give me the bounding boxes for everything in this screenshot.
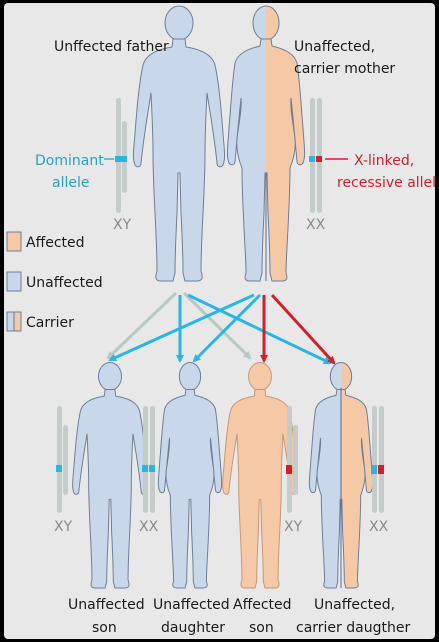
arrow-father-to-daughter4: [187, 293, 332, 365]
legend-unaffected-label: Unaffected: [26, 275, 103, 291]
legend-carrier-swatch: [6, 311, 15, 332]
child3-label-line1: Affected: [233, 597, 292, 613]
child-affected-son-figure: [222, 361, 298, 589]
mother-recessive-allele: [316, 156, 322, 162]
dominant-allele-label-line1: Dominant: [35, 153, 104, 169]
arrow-mother-to-son1: [108, 293, 255, 362]
arrow-mother-to-daughter2: [192, 293, 262, 363]
diagram-canvas: Unffected father Unaffected, carrier mot…: [6, 5, 435, 636]
mother-chromosome-label: XX: [306, 217, 326, 233]
legend-affected-swatch: [6, 231, 22, 252]
child-unaffected-son-figure: [72, 361, 148, 589]
arrow-father-to-son3: [182, 291, 252, 360]
mother-dominant-allele: [309, 156, 315, 162]
child3-chromosome-label: XY: [284, 519, 303, 535]
father-label: Unffected father: [54, 39, 169, 55]
child2-dominant-allele-b: [149, 465, 155, 472]
child4-chromosome-label: XX: [369, 519, 389, 535]
arrow-mother-to-daughter4: [270, 293, 336, 365]
arrow-father-to-son1: [106, 291, 178, 360]
legend-affected-label: Affected: [26, 235, 85, 251]
child4-recessive-allele: [378, 465, 384, 474]
child2-chromosome-label: XX: [139, 519, 159, 535]
child2-dominant-allele-a: [142, 465, 148, 472]
child2-label-line1: Unaffected: [153, 597, 230, 613]
mother-label-line2: carrier mother: [294, 61, 395, 77]
child4-chromosomes: [371, 406, 384, 513]
recessive-allele-label-line1: X-linked,: [354, 153, 414, 169]
child1-label-line1: Unaffected: [68, 597, 145, 613]
father-chromosomes: [115, 98, 127, 213]
inheritance-diagram: Unffected father Unaffected, carrier mot…: [4, 3, 435, 639]
child3-chromosomes: [286, 406, 298, 513]
child4-label-line2: carrier daugther: [296, 620, 410, 636]
child1-label-line2: son: [92, 620, 117, 636]
mother-chromosomes: [309, 98, 322, 213]
legend-carrier-label: Carrier: [26, 315, 74, 331]
child3-recessive-allele: [286, 465, 292, 474]
mother-label-line1: Unaffected,: [294, 39, 375, 55]
child4-dominant-allele: [371, 465, 377, 474]
father-dominant-allele: [115, 156, 127, 162]
father-chromosome-label: XY: [113, 217, 132, 233]
child-unaffected-daughter-figure: [157, 361, 223, 589]
child4-label-line1: Unaffected,: [314, 597, 395, 613]
recessive-allele-label-line2: recessive allele: [337, 175, 435, 191]
legend: Affected Unaffected Carrier: [6, 231, 103, 332]
child1-chromosomes: [56, 406, 68, 513]
legend-unaffected-swatch: [6, 271, 22, 292]
dominant-allele-label-line2: allele: [52, 175, 89, 191]
child1-dominant-allele: [56, 465, 62, 472]
child2-chromosomes: [142, 406, 155, 513]
inheritance-arrows: [106, 291, 336, 365]
child1-chromosome-label: XY: [54, 519, 73, 535]
child3-label-line2: son: [249, 620, 274, 636]
child2-label-line2: daughter: [161, 620, 225, 636]
